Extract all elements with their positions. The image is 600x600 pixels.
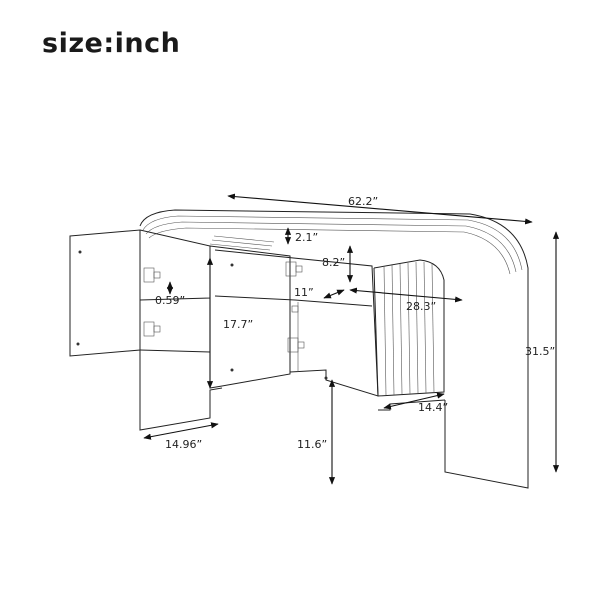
left-cabinet-body bbox=[139, 229, 211, 301]
arrow-inner-depth bbox=[323, 289, 345, 299]
page-title: size:inch bbox=[42, 28, 181, 59]
dimension-arrows bbox=[143, 193, 560, 485]
center-door bbox=[209, 245, 291, 389]
label-total-height: 31.5” bbox=[525, 345, 555, 358]
middle-shelf bbox=[214, 295, 373, 307]
label-leg-clearance: 11.6” bbox=[297, 438, 327, 451]
cabinet-drawing bbox=[69, 209, 529, 489]
hinge-icon bbox=[143, 261, 305, 353]
arrow-inner-width bbox=[349, 287, 463, 303]
right-leg bbox=[444, 268, 529, 489]
fluting-right bbox=[383, 261, 435, 396]
right-fluted-panel bbox=[373, 259, 445, 397]
arrow-left-depth bbox=[143, 422, 219, 440]
dimension-labels: 62.2” 2.1” 8.2” 0.59” 11” 28.3” 17.7” 31… bbox=[155, 195, 555, 451]
label-left-depth: 14.96” bbox=[165, 438, 202, 451]
fluting-center bbox=[209, 235, 275, 251]
arrow-base-depth bbox=[383, 392, 445, 410]
left-door bbox=[69, 229, 141, 357]
label-total-width: 62.2” bbox=[348, 195, 378, 208]
label-inner-depth: 11” bbox=[294, 286, 314, 299]
label-door-height: 17.7” bbox=[223, 318, 253, 331]
label-shelf-height: 8.2” bbox=[322, 256, 345, 269]
arrow-total-width bbox=[227, 193, 533, 225]
label-base-depth: 14.4” bbox=[418, 401, 448, 414]
label-door-gap: 0.59” bbox=[155, 294, 185, 307]
label-top-thickness: 2.1” bbox=[295, 231, 318, 244]
label-inner-width: 28.3” bbox=[406, 300, 436, 313]
inner-cabinet bbox=[214, 249, 379, 397]
